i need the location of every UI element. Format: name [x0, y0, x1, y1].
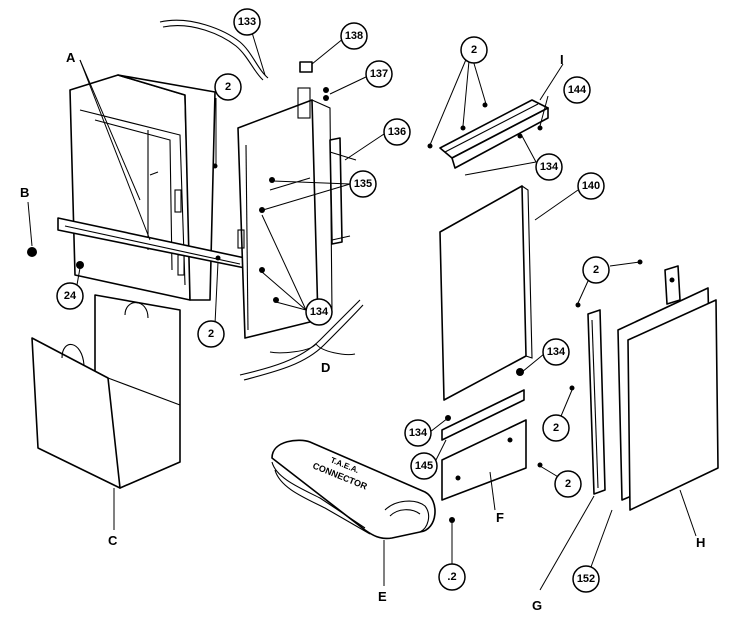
- svg-text:134: 134: [409, 427, 428, 439]
- filter-bag-c: [31, 294, 181, 489]
- top-bracket-i: [427, 99, 549, 169]
- label-e: E: [378, 589, 387, 604]
- callout-144: 144: [563, 76, 591, 104]
- callout-2-right-top: 2: [582, 256, 610, 284]
- wire-harness-d: [239, 299, 364, 381]
- label-g: G: [532, 598, 542, 613]
- svg-text:152: 152: [577, 573, 595, 585]
- svg-text:140: 140: [582, 180, 600, 192]
- callout-145: 145: [410, 452, 438, 480]
- callout-140: 140: [577, 172, 605, 200]
- label-i: I: [560, 52, 564, 67]
- svg-text:24: 24: [64, 290, 77, 302]
- svg-text:136: 136: [388, 126, 406, 138]
- svg-text:135: 135: [354, 178, 372, 190]
- label-b: B: [20, 185, 29, 200]
- svg-text:145: 145: [415, 460, 433, 472]
- callout-134-mid: 134: [305, 298, 333, 326]
- svg-text:134: 134: [310, 306, 329, 318]
- callout-137: 137: [365, 60, 393, 88]
- svg-text:2: 2: [593, 264, 599, 276]
- callout-134-right: 134: [542, 338, 570, 366]
- svg-text:2: 2: [225, 81, 231, 93]
- callout-2-upper: 2: [214, 73, 242, 101]
- callout-133: 133: [233, 8, 261, 36]
- svg-text:144: 144: [568, 84, 587, 96]
- door-lower-f: [441, 368, 527, 523]
- label-f: F: [496, 510, 504, 525]
- label-h: H: [696, 535, 705, 550]
- label-c: C: [108, 533, 118, 548]
- svg-text:2: 2: [471, 44, 477, 56]
- svg-text:133: 133: [238, 16, 256, 28]
- callout-2-right-low: 2: [554, 470, 582, 498]
- callout-134-low: 134: [404, 419, 432, 447]
- callout-2-top-bracket: 2: [460, 36, 488, 64]
- callout-134-top: 134: [535, 153, 563, 181]
- cabinet-body: [69, 74, 216, 301]
- svg-text:138: 138: [345, 30, 363, 42]
- door-panel-140: [439, 185, 533, 401]
- insulation-roll-e: CONNECTOR T.A.E.A.: [271, 439, 436, 540]
- callout-135: 135: [349, 170, 377, 198]
- small-hardware: [27, 61, 329, 303]
- bracket-136: [329, 137, 357, 245]
- svg-text:2: 2: [565, 478, 571, 490]
- callout-136: 136: [383, 118, 411, 146]
- callout-2-lower: 2: [197, 320, 225, 348]
- svg-text:2: 2: [208, 328, 214, 340]
- callout-24: 24: [56, 282, 84, 310]
- callout-152: 152: [572, 565, 600, 593]
- svg-text:134: 134: [540, 161, 559, 173]
- label-d: D: [321, 360, 330, 375]
- side-strip-g: [537, 302, 606, 495]
- callout-2-right-mid: 2: [542, 414, 570, 442]
- side-panel-h: [617, 259, 719, 511]
- callout-138: 138: [340, 22, 368, 50]
- wire-harness-133: [159, 19, 269, 81]
- svg-text:2: 2: [553, 422, 559, 434]
- callout-2-bottom: .2: [438, 563, 466, 591]
- brace-d: [269, 343, 356, 355]
- svg-text:137: 137: [370, 68, 388, 80]
- label-a: A: [66, 50, 76, 65]
- svg-text:.2: .2: [447, 571, 456, 583]
- svg-text:134: 134: [547, 346, 566, 358]
